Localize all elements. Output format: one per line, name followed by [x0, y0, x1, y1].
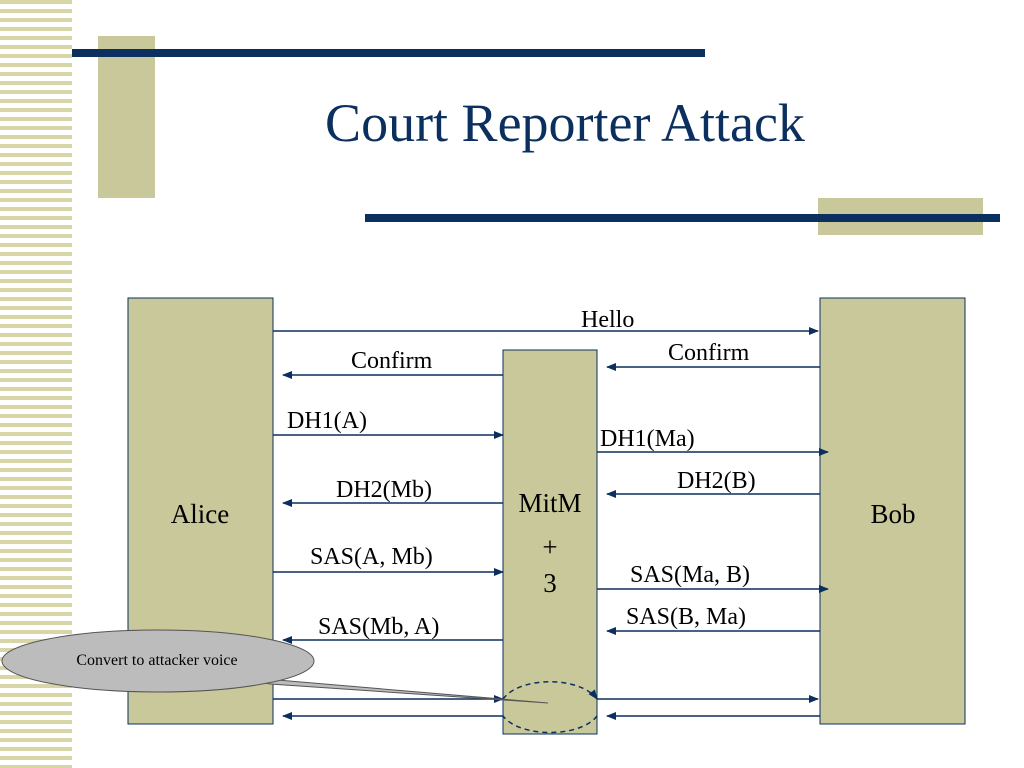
label-confirm-from-bob: Confirm [668, 340, 750, 366]
label-dh1-ma: DH1(Ma) [600, 426, 695, 452]
label-sas-mb-a: SAS(Mb, A) [318, 614, 439, 640]
mitm-label: MitM [518, 488, 581, 518]
label-confirm-to-alice: Confirm [351, 348, 433, 374]
dashed-crossover-bottom [502, 715, 598, 734]
label-dh2-b: DH2(B) [677, 468, 756, 494]
mitm-plus-label: + [542, 532, 557, 562]
alice-label: Alice [171, 499, 229, 529]
slide-title: Court Reporter Attack [325, 93, 805, 153]
callout-text: Convert to attacker voice [76, 652, 237, 669]
label-sas-ma-b: SAS(Ma, B) [630, 562, 750, 588]
callout: Convert to attacker voice [1, 629, 549, 704]
mitm-three-label: 3 [543, 568, 557, 598]
label-sas-a-mb: SAS(A, Mb) [310, 544, 433, 570]
mitm-box [502, 349, 598, 735]
dashed-crossover-top [502, 681, 598, 700]
label-hello: Hello [581, 307, 634, 333]
title-rule-top [72, 49, 705, 57]
title-rule-bottom [365, 214, 1000, 222]
bob-label: Bob [870, 499, 915, 529]
label-dh2-mb: DH2(Mb) [336, 477, 432, 503]
label-sas-b-ma: SAS(B, Ma) [626, 604, 746, 630]
title-accent-block-left [98, 36, 155, 198]
label-dh1-a: DH1(A) [287, 408, 367, 434]
bob-box [819, 297, 966, 725]
